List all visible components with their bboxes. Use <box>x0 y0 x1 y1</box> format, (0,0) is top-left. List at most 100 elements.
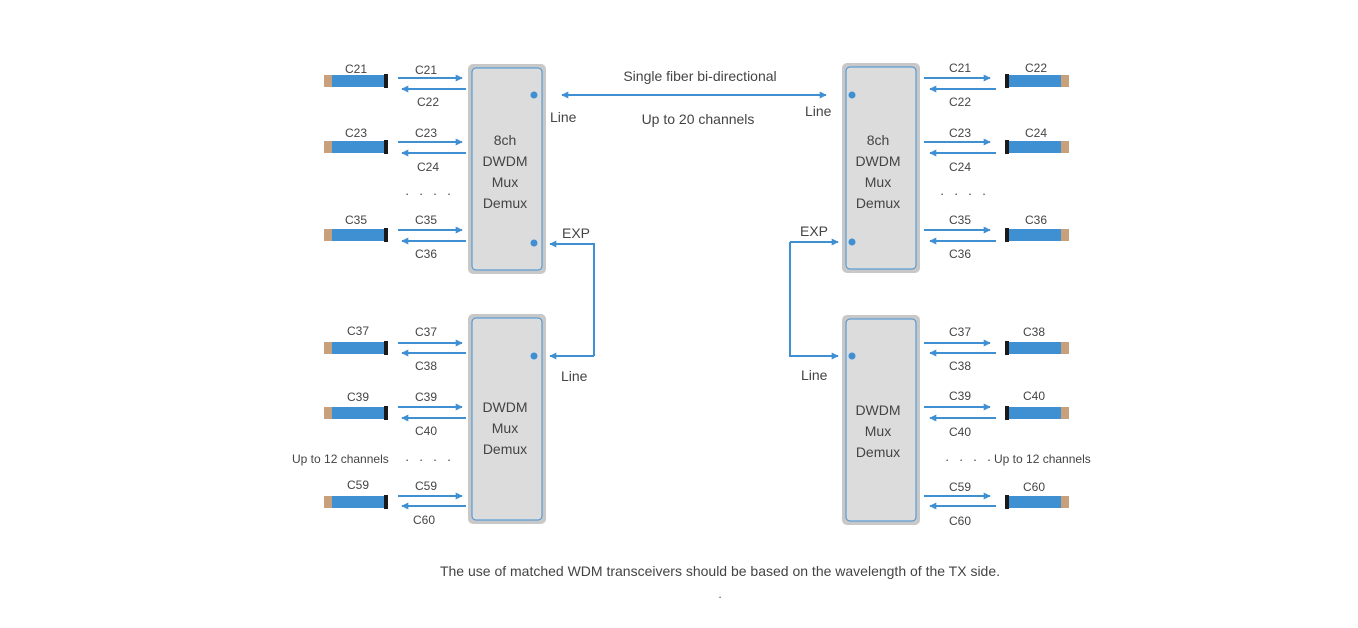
sfp-transceiver <box>324 406 388 420</box>
right-top-row-1: C22 C21 C22 <box>924 61 1069 109</box>
tx-label: C23 <box>949 126 971 140</box>
right-bottom-module-line-3: Demux <box>856 444 900 460</box>
footer-note: The use of matched WDM transceivers shou… <box>440 563 1000 579</box>
right-top-mux-module: 8ch DWDM Mux Demux <box>842 63 920 273</box>
sfp-label: C35 <box>345 213 367 227</box>
sfp-transceiver <box>324 74 388 88</box>
rx-label: C22 <box>949 95 971 109</box>
rx-label: C24 <box>949 160 971 174</box>
rx-label: C40 <box>949 425 971 439</box>
right-top-module-line-4: Demux <box>856 195 900 211</box>
rx-label: C60 <box>413 513 435 527</box>
rx-label: C60 <box>949 514 971 528</box>
left-top-mux-module: 8ch DWDM Mux Demux <box>468 64 546 274</box>
left-top-line-port <box>530 91 538 99</box>
sfp-label: C40 <box>1023 389 1045 403</box>
trunk-bottom-label: Up to 20 channels <box>642 111 755 127</box>
left-bottom-module-line-3: Demux <box>483 441 527 457</box>
rx-label: C38 <box>949 359 971 373</box>
left-bottom-mux-module: DWDM Mux Demux <box>468 314 546 524</box>
sfp-transceiver <box>1005 406 1069 420</box>
right-bottom-row-3: C60 C59 C60 <box>924 480 1069 528</box>
sfp-label: C59 <box>347 478 369 492</box>
right-bottom-dots: · · · · <box>945 452 994 467</box>
left-bottom-dots: · · · · <box>405 452 454 467</box>
left-bottom-module-line-2: Mux <box>492 420 518 436</box>
right-bottom-row-1: C38 C37 C38 <box>924 325 1069 373</box>
right-channels-note: Up to 12 channels <box>994 452 1091 466</box>
left-top-module-line-1: 8ch <box>494 132 517 148</box>
sfp-transceiver <box>324 140 388 154</box>
tx-label: C39 <box>949 389 971 403</box>
left-bottom-line-label: Line <box>561 368 588 384</box>
right-top-line-label: Line <box>805 103 832 119</box>
left-top-module-line-3: Mux <box>492 174 518 190</box>
tx-label: C37 <box>415 325 437 339</box>
left-channels-note: Up to 12 channels <box>292 452 389 466</box>
right-top-module-line-1: 8ch <box>867 132 890 148</box>
left-bottom-row-3: C59 C59 C60 <box>324 478 466 527</box>
left-bottom-row-1: C37 C37 C38 <box>324 324 466 373</box>
tx-label: C21 <box>415 63 437 77</box>
left-top-module-line-4: Demux <box>483 195 527 211</box>
left-exp-link <box>549 240 595 356</box>
rx-label: C24 <box>417 160 439 174</box>
sfp-transceiver <box>1005 495 1069 509</box>
rx-label: C36 <box>949 247 971 261</box>
rx-label: C22 <box>417 95 439 109</box>
right-top-row-3: C36 C35 C36 <box>924 213 1069 261</box>
sfp-label: C38 <box>1023 325 1045 339</box>
left-top-module-line-2: DWDM <box>482 153 527 169</box>
tx-label: C59 <box>415 479 437 493</box>
right-bottom-row-2: C40 C39 C40 <box>924 389 1069 439</box>
sfp-label: C22 <box>1025 61 1047 75</box>
left-top-row-3: C35 C35 C36 <box>324 213 466 261</box>
left-top-dots: · · · · <box>405 186 454 201</box>
sfp-label: C37 <box>347 324 369 338</box>
sfp-transceiver <box>324 228 388 242</box>
right-bottom-line-port <box>848 352 856 360</box>
left-top-line-label: Line <box>550 109 577 125</box>
right-exp-label: EXP <box>800 223 828 239</box>
tx-label: C59 <box>949 480 971 494</box>
tx-label: C21 <box>949 61 971 75</box>
right-top-dots: · · · · <box>940 186 989 201</box>
tx-label: C23 <box>415 126 437 140</box>
right-top-module-line-2: DWDM <box>855 153 900 169</box>
tx-label: C37 <box>949 325 971 339</box>
right-bottom-line-label: Line <box>801 367 828 383</box>
sfp-transceiver <box>1005 228 1069 242</box>
rx-label: C38 <box>415 359 437 373</box>
trunk-top-label: Single fiber bi-directional <box>623 68 776 84</box>
sfp-transceiver <box>1005 140 1069 154</box>
right-exp-link-end <box>789 242 839 360</box>
sfp-label: C21 <box>345 62 367 76</box>
tx-label: C35 <box>949 213 971 227</box>
left-bottom-module-line-1: DWDM <box>482 399 527 415</box>
sfp-transceiver <box>1005 341 1069 355</box>
sfp-label: C23 <box>345 126 367 140</box>
sfp-label: C24 <box>1025 126 1047 140</box>
right-top-module-line-3: Mux <box>865 174 891 190</box>
tx-label: C35 <box>415 213 437 227</box>
rx-label: C40 <box>415 424 437 438</box>
right-bottom-module-line-1: DWDM <box>855 402 900 418</box>
tx-label: C39 <box>415 390 437 404</box>
right-bottom-mux-module: DWDM Mux Demux <box>842 315 920 525</box>
footer-dot: . <box>718 587 721 601</box>
sfp-transceiver <box>324 495 388 509</box>
right-top-exp-port <box>848 238 856 246</box>
left-bottom-line-port <box>530 352 538 360</box>
right-bottom-module-line-2: Mux <box>865 423 891 439</box>
right-top-row-2: C24 C23 C24 <box>924 126 1069 174</box>
left-top-row-1: C21 C21 C22 <box>324 62 466 109</box>
left-top-exp-port <box>530 239 538 247</box>
rx-label: C36 <box>415 247 437 261</box>
left-top-row-2: C23 C23 C24 <box>324 126 466 174</box>
sfp-label: C60 <box>1023 480 1045 494</box>
sfp-label: C39 <box>347 390 369 404</box>
sfp-transceiver <box>1005 74 1069 88</box>
sfp-transceiver <box>324 341 388 355</box>
right-top-line-port <box>848 91 856 99</box>
